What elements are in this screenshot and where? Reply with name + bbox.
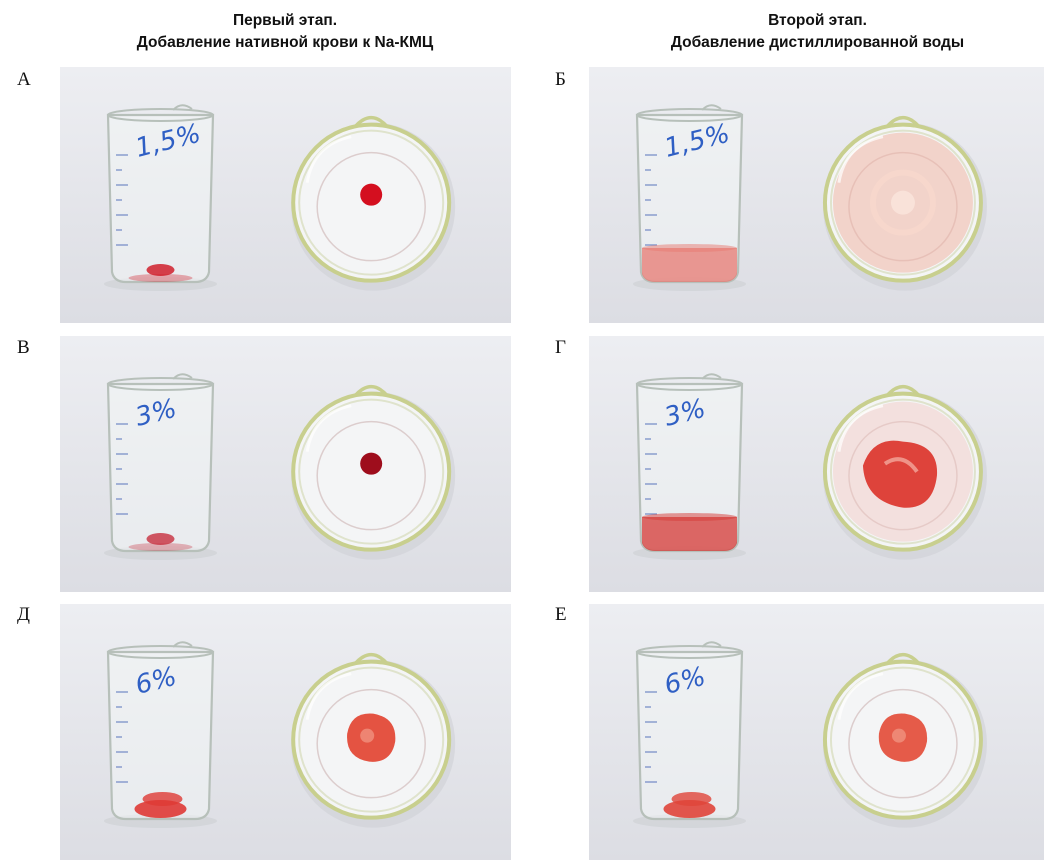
- photo-panel-v: 3%: [60, 336, 511, 592]
- beaker-blood-drop: [146, 533, 175, 545]
- panel-letter-e: Е: [555, 604, 567, 625]
- beaker-rim: [636, 645, 743, 659]
- photo-panel-e: 6%: [589, 604, 1044, 860]
- beaker-spout: [701, 641, 722, 648]
- dish-blood-cloud: [862, 440, 938, 508]
- petri-dish: [291, 115, 456, 291]
- column-header-right: Второй этап. Добавление дистиллированной…: [590, 10, 1045, 54]
- photo-panel-b: 1,5%: [589, 67, 1044, 323]
- column-header-right-line1: Второй этап.: [768, 12, 867, 29]
- dish-inner-rim: [298, 398, 445, 545]
- beaker-fluid-surface: [642, 513, 737, 521]
- panel-letter-b: Б: [555, 69, 566, 90]
- panel-letter-v: В: [17, 337, 30, 358]
- panel-letter-d: Д: [17, 604, 30, 625]
- beaker: 1,5%: [104, 104, 217, 291]
- photo-svg: 1,5%: [589, 67, 1044, 323]
- beaker: 6%: [633, 641, 746, 828]
- dish-clot-highlight: [891, 728, 906, 743]
- dish-spout: [353, 652, 389, 665]
- beaker-blood-blob-upper: [671, 792, 712, 806]
- beaker: 3%: [104, 373, 217, 560]
- photo-svg: 6%: [60, 604, 511, 860]
- beaker-spout: [172, 373, 193, 380]
- dish-inner-rim: [298, 129, 445, 276]
- dish-base-ring: [316, 151, 426, 262]
- beaker-fluid-tint: [128, 543, 193, 551]
- photo-panel-a: 1,5%: [60, 67, 511, 323]
- beaker-fluid-surface: [642, 244, 737, 252]
- column-header-right-line2: Добавление дистиллированной воды: [670, 34, 965, 51]
- dish-base-ring: [848, 688, 958, 799]
- beaker-glass: [106, 113, 215, 284]
- beaker-rim: [107, 645, 214, 659]
- photo-panel-d: 6%: [60, 604, 511, 860]
- dish-inner-rim: [829, 398, 976, 545]
- dish-inner-rim: [829, 129, 976, 276]
- dish-clot-highlight: [360, 728, 375, 743]
- beaker: 6%: [104, 641, 217, 828]
- beaker: 1,5%: [633, 104, 746, 291]
- dish-base-ring: [316, 688, 426, 799]
- beaker-glass: [106, 650, 215, 821]
- column-header-left: Первый этап. Добавление нативной крови к…: [60, 10, 510, 54]
- column-header-left-line2: Добавление нативной крови к Na-КМЦ: [136, 34, 434, 51]
- dish-spout: [885, 384, 921, 397]
- beaker-fluid-tint: [128, 274, 193, 282]
- dish-spout: [885, 115, 921, 128]
- beaker: 3%: [633, 373, 746, 560]
- beaker-glass: [635, 650, 744, 821]
- dish-spout: [353, 384, 389, 397]
- dish-base-ring: [316, 420, 426, 531]
- dish-glass-highlight: [305, 404, 352, 452]
- beaker-rim: [636, 377, 743, 391]
- dish-base-ring: [848, 420, 958, 531]
- dish-inner-rim: [298, 666, 445, 813]
- photo-svg: 6%: [589, 604, 1044, 860]
- beaker-rim: [107, 377, 214, 391]
- beaker-blood-drop: [146, 264, 175, 276]
- dish-blood-drop: [360, 452, 383, 475]
- beaker-spout: [701, 104, 722, 111]
- beaker-glass: [106, 382, 215, 553]
- panel-letter-g: Г: [555, 337, 566, 358]
- petri-dish: [822, 652, 987, 828]
- dish-glass-highlight: [837, 135, 884, 183]
- beaker-fluid-layer: [642, 517, 737, 551]
- photo-panel-g: 3%: [589, 336, 1044, 592]
- beaker-rim: [636, 108, 743, 122]
- panel-letter-a: А: [17, 69, 31, 90]
- photo-svg: 3%: [60, 336, 511, 592]
- photo-svg: 3%: [589, 336, 1044, 592]
- beaker-blood-blob-upper: [142, 792, 183, 806]
- beaker-spout: [172, 641, 193, 648]
- petri-dish: [291, 652, 456, 828]
- dish-swirl-ring: [869, 169, 936, 236]
- dish-inner-rim: [829, 666, 976, 813]
- dish-spout: [885, 652, 921, 665]
- dish-glass-highlight: [837, 404, 884, 452]
- beaker-fluid-layer: [642, 248, 737, 282]
- beaker-spout: [172, 104, 193, 111]
- dish-swirl-center: [890, 190, 915, 215]
- beaker-rim: [107, 108, 214, 122]
- petri-dish: [822, 115, 987, 291]
- dish-glass-highlight: [837, 672, 884, 720]
- dish-spout: [353, 115, 389, 128]
- dish-glass-highlight: [305, 672, 352, 720]
- petri-dish: [291, 384, 456, 560]
- petri-dish: [822, 384, 987, 560]
- beaker-spout: [701, 373, 722, 380]
- dish-glass-highlight: [305, 135, 352, 183]
- photo-svg: 1,5%: [60, 67, 511, 323]
- dish-cloud-streak: [883, 457, 919, 473]
- dish-blood-drop: [360, 183, 383, 206]
- column-header-left-line1: Первый этап.: [232, 12, 338, 29]
